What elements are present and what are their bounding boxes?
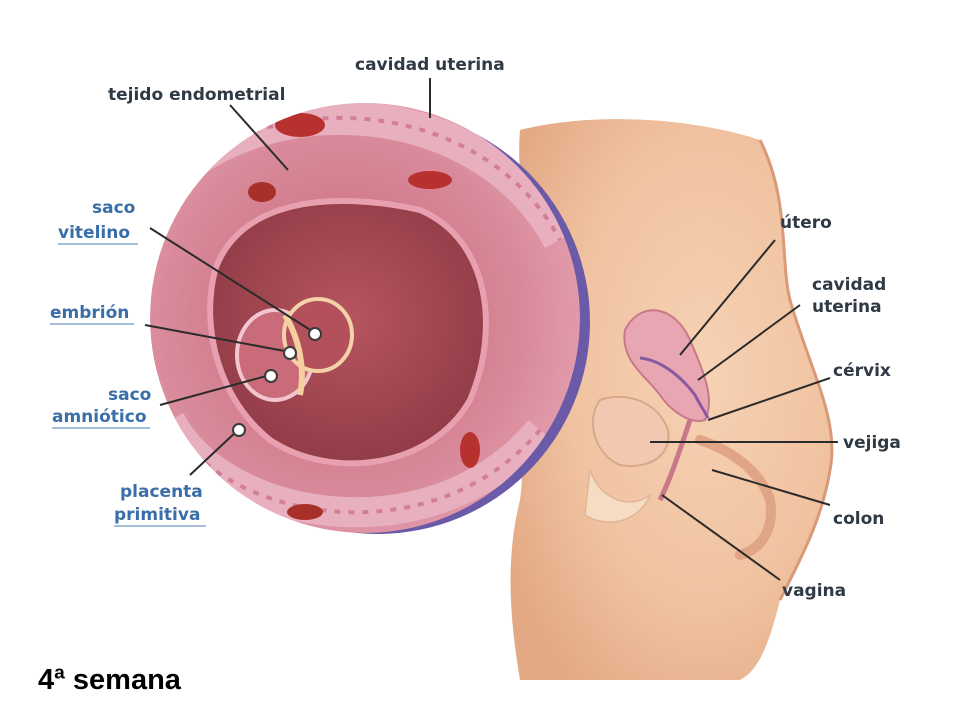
label-embrion: embrión (50, 303, 129, 323)
label-saco-vitelino-2: vitelino (58, 223, 130, 243)
amniotic-sac-marker (264, 369, 278, 383)
label-saco-amniotico-2: amniótico (52, 407, 147, 427)
label-placenta-primitiva-1: placenta (120, 482, 203, 502)
pelvic-bone (584, 469, 652, 523)
leader-lines (144, 78, 838, 581)
label-placenta-primitiva-2: primitiva (114, 505, 200, 525)
bladder-shape (591, 395, 670, 467)
uterine-cavity-shape (639, 356, 710, 419)
label-vejiga: vejiga (843, 433, 901, 453)
caption-week: 4ª semana (38, 664, 181, 696)
label-tejido-endometrial: tejido endometrial (108, 85, 285, 105)
placenta-marker (232, 423, 246, 437)
marker-dots (232, 327, 322, 437)
yolk-sac-marker (308, 327, 322, 341)
vagina-shape (657, 419, 693, 502)
embryo-marker (283, 346, 297, 360)
label-cavidad-uterina-right-1: cavidad (812, 275, 886, 295)
label-cavidad-uterina-top: cavidad uterina (355, 55, 505, 75)
internal-organs (584, 309, 776, 560)
label-utero: útero (780, 213, 832, 233)
magnified-view (150, 103, 590, 534)
label-cavidad-uterina-right-2: uterina (812, 297, 882, 317)
label-colon: colon (833, 509, 884, 529)
label-saco-vitelino-1: saco (92, 198, 135, 218)
left-labels: cavidad uterina tejido endometrial saco … (50, 55, 505, 527)
label-saco-amniotico-1: saco (108, 385, 151, 405)
label-vagina: vagina (782, 581, 846, 601)
label-cervix: cérvix (833, 361, 891, 381)
colon-shape (695, 435, 776, 560)
right-labels: útero cavidad uterina cérvix vejiga colo… (780, 213, 901, 601)
